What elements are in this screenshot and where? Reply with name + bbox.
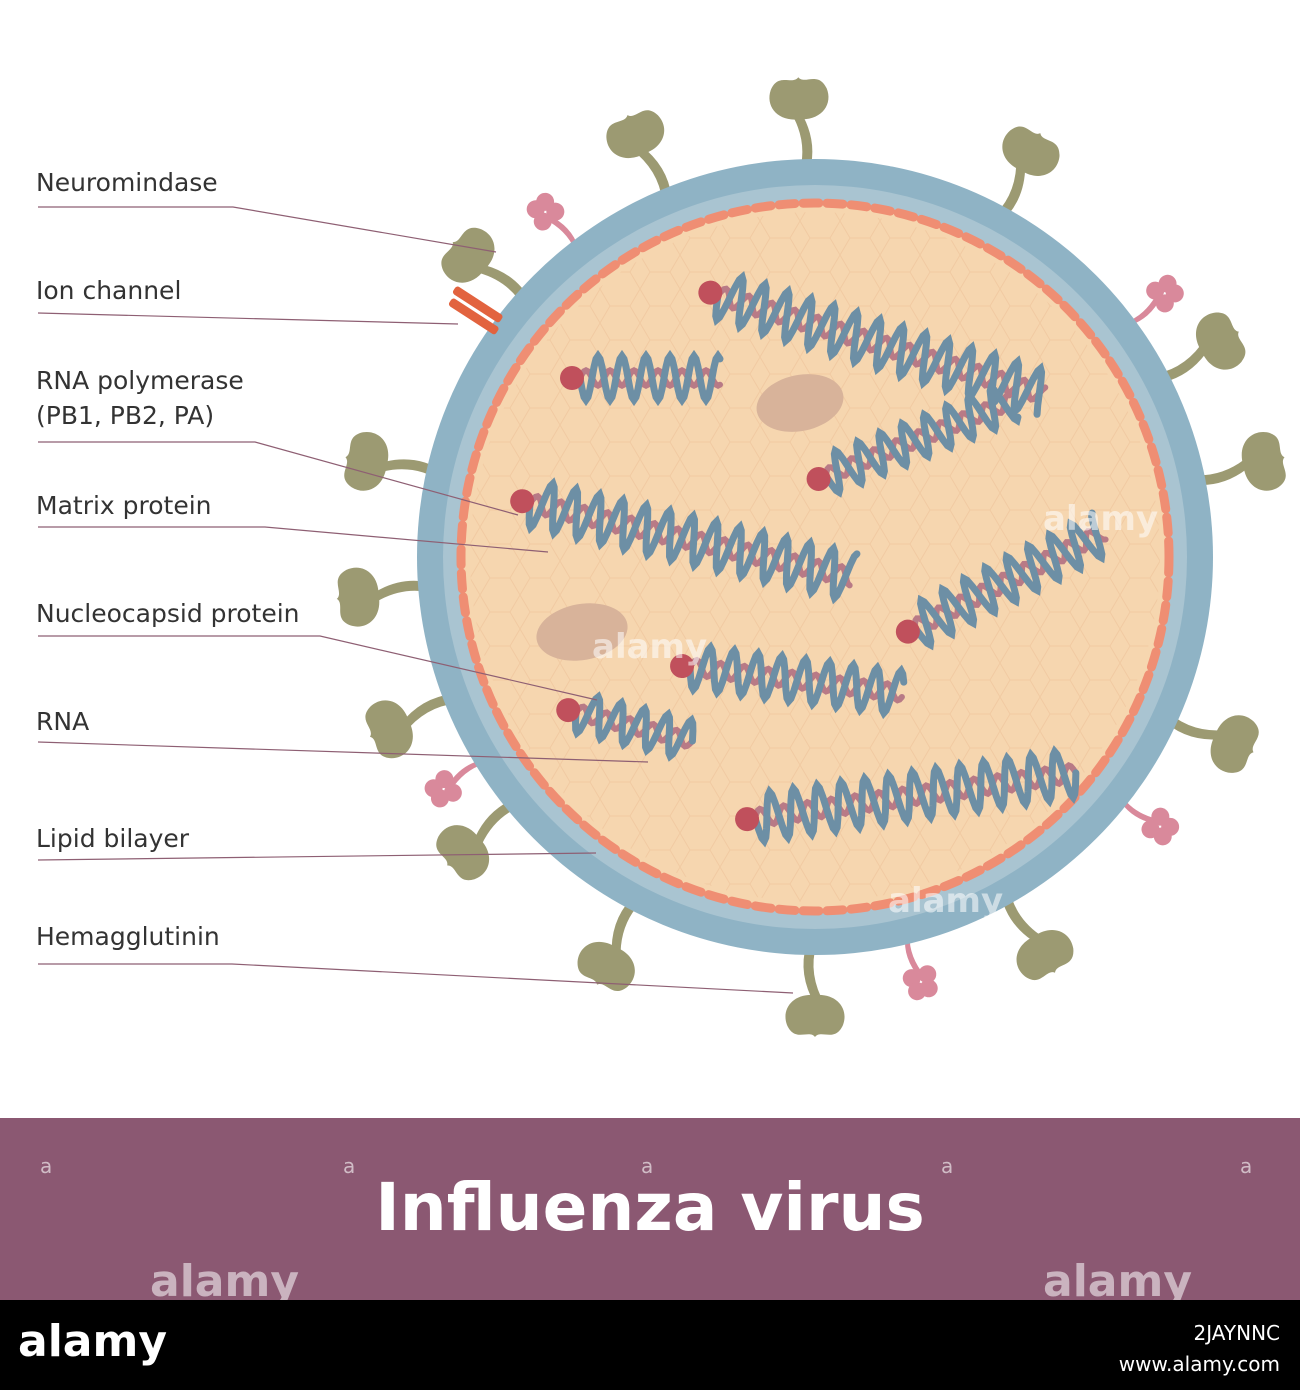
watermark-brand-banner-1: alamy [150,1256,299,1307]
watermark-brand-footer: alamy [18,1316,167,1367]
rna-segment [670,641,908,720]
watermark-letter-5: a [1240,1154,1252,1178]
label-nucleocapsid-protein: Nucleocapsid protein [36,599,300,628]
hemagglutinin-spike [1159,707,1259,773]
callout-labels: Neuromindase Ion channel RNA polymerase … [36,168,300,951]
leader-lipid-bilayer [37,852,597,861]
rna-segments [510,270,1109,848]
surface-spikes [336,77,1286,1037]
rna-segment [698,270,1049,418]
leader-neuraminidase [38,206,497,253]
watermark-url: www.alamy.com [1119,1352,1280,1376]
watermark-brand-overlay-3: alamy [888,881,1003,921]
footer-bar [0,1300,1300,1390]
label-rna: RNA [36,707,89,736]
neuraminidase-spike [526,192,580,255]
label-matrix-protein: Matrix protein [36,491,212,520]
matrix-protein-layer [456,198,1174,916]
nucleoprotein-blob-1 [756,374,844,432]
leader-rna-polymerase [38,441,519,516]
watermark-letter-3: a [641,1154,653,1178]
watermark-letter-2: a [343,1154,355,1178]
label-neuraminidase: Neuromindase [36,168,218,197]
ion-channel [448,286,503,335]
rna-segment [510,477,861,605]
label-hemagglutinin: Hemagglutinin [36,922,220,951]
watermark-letter-4: a [941,1154,953,1178]
rna-polymerase-dot [510,489,535,514]
watermark-brand-overlay-1: alamy [1043,499,1158,539]
label-lipid-bilayer: Lipid bilayer [36,824,190,853]
leader-rna [37,741,649,763]
rna-segment [806,382,1022,498]
rna-segment [560,349,724,407]
neuraminidase-spike [1117,792,1180,846]
rna-polymerase-dot [735,807,760,832]
leader-nucleocapsid [38,635,598,701]
watermark-brand-overlay-2: alamy [592,627,707,667]
watermark-image-id: 2JAYNNC [1193,1321,1280,1345]
diagram-title: Influenza virus [375,1169,925,1246]
leader-lines [37,206,794,994]
rna-polymerase-dot [560,366,584,390]
watermark-brand-banner-2: alamy [1043,1256,1192,1307]
leader-ion-channel [37,312,459,325]
leader-hemagglutinin [38,963,794,994]
rna-polymerase-dot [895,619,920,644]
rna-segment [735,745,1080,848]
rna-segment [895,509,1109,651]
rna-polymerase-dot [806,466,831,491]
title-banner [0,1118,1300,1300]
label-ion-channel: Ion channel [36,276,181,305]
label-rna-polymerase-line1: RNA polymerase [36,366,244,395]
leader-matrix-protein [38,526,549,553]
rna-segment [556,691,697,762]
banner-watermark-letters: a a a a a [40,1154,1252,1178]
watermark-overlay: alamy alamy alamy [592,499,1158,921]
rna-polymerase-dot [698,280,723,305]
rna-polymerase-dot [670,654,695,679]
watermark-letter-1: a [40,1154,52,1178]
rna-polymerase-dot [556,698,581,723]
nucleoprotein-blob-2 [536,603,628,661]
label-rna-polymerase-line2: (PB1, PB2, PA) [36,401,214,430]
hemagglutinin-spike [989,126,1060,225]
hemagglutinin-spike [577,892,647,992]
